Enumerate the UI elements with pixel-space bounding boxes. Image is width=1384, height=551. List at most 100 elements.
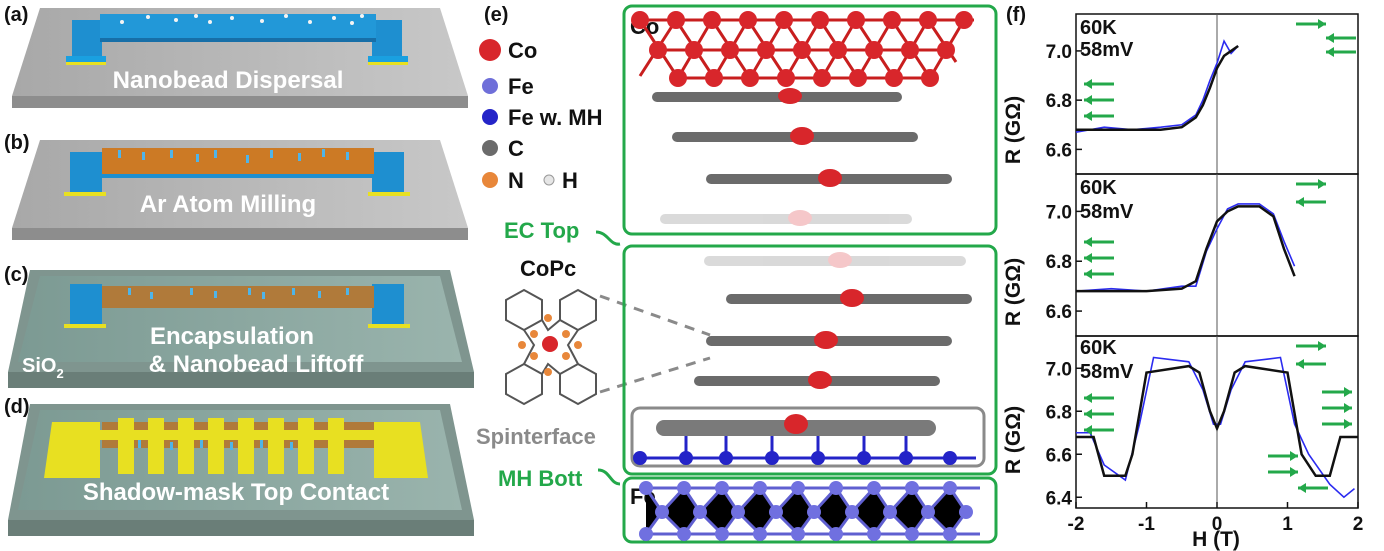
panel-label-e: (e) bbox=[484, 4, 509, 26]
plot-2-ytick-label-0: 6.4 bbox=[1046, 488, 1073, 509]
ec-top-arrow-icon bbox=[595, 230, 621, 246]
magnetization-arrow-11-head-icon bbox=[1084, 393, 1092, 403]
plot-xlabel: H (T) bbox=[1192, 528, 1240, 551]
legend-n: N bbox=[508, 168, 524, 193]
magnetization-arrow-12-head-icon bbox=[1084, 409, 1092, 419]
fabrication-steps: Nanobead Dispersal Ar Atom Milling bbox=[8, 8, 474, 536]
plot-0-ytick-label-2: 7.0 bbox=[1046, 42, 1072, 63]
plot-1-fit-line bbox=[1076, 205, 1296, 293]
hydrogen-atom-icon bbox=[543, 174, 555, 186]
plot-1-temp: 60K bbox=[1080, 177, 1117, 199]
legend-co: Co bbox=[508, 38, 537, 63]
co-atoms bbox=[631, 11, 973, 87]
iron-mh-atom-icon bbox=[482, 109, 498, 125]
fe-electrode-box bbox=[622, 476, 998, 544]
magnetization-arrow-6-head-icon bbox=[1084, 237, 1092, 247]
magnetization-arrow-9-head-icon bbox=[1318, 179, 1326, 189]
plot-2-xtick-label-1: -1 bbox=[1138, 514, 1155, 535]
copc-label: CoPc bbox=[520, 256, 576, 281]
step-encapsulation: Encapsulation & Nanobead Liftoff SiO2 bbox=[8, 270, 474, 388]
step-top-contact: Shadow-mask Top Contact bbox=[8, 404, 474, 536]
middle-electrode-box bbox=[622, 244, 998, 476]
plot-1-ytick-label-1: 6.8 bbox=[1046, 252, 1072, 273]
zoom-line-bottom bbox=[599, 356, 711, 394]
step-a-label: Nanobead Dispersal bbox=[113, 67, 344, 94]
legend-fe-mh: Fe w. MH bbox=[508, 105, 603, 130]
spinterface-label: Spinterface bbox=[476, 424, 596, 449]
step-c-label-2: & Nanobead Liftoff bbox=[149, 351, 365, 378]
plot-1-ytick-label-2: 7.0 bbox=[1046, 202, 1072, 223]
plot-2-fit-line bbox=[1076, 364, 1358, 477]
iron-atom-icon bbox=[482, 78, 498, 94]
plot-1-bias: 58mV bbox=[1080, 201, 1134, 223]
magnetization-arrow-3-head-icon bbox=[1318, 19, 1326, 29]
magnetization-arrow-14-head-icon bbox=[1318, 341, 1326, 351]
plot-0-ylabel: R (GΩ) bbox=[1002, 96, 1025, 164]
plot-0-bias: 58mV bbox=[1080, 39, 1134, 61]
magnetization-arrow-20-head-icon bbox=[1290, 467, 1298, 477]
plot-2-xtick-label-4: 2 bbox=[1353, 514, 1364, 535]
panel-label-c: (c) bbox=[4, 264, 29, 286]
legend-c: C bbox=[508, 136, 524, 161]
magnetization-arrow-21-head-icon bbox=[1298, 483, 1306, 493]
step-ar-atom-milling: Ar Atom Milling bbox=[12, 140, 468, 240]
copc-atoms bbox=[518, 314, 582, 376]
plot-2-bias: 58mV bbox=[1080, 361, 1134, 383]
magnetization-arrow-0-head-icon bbox=[1084, 79, 1092, 89]
plot-2-ytick-label-1: 6.6 bbox=[1046, 445, 1072, 466]
legend-h: H bbox=[562, 168, 578, 193]
plot-2-xtick-label-3: 1 bbox=[1282, 514, 1293, 535]
plot-0-temp: 60K bbox=[1080, 17, 1117, 39]
plot-2-temp: 60K bbox=[1080, 337, 1117, 359]
plot-2-xtick-label-0: -2 bbox=[1068, 514, 1085, 535]
plot-annotations: 60K 58mV 60K 58mV 60K 58mV bbox=[1080, 17, 1134, 383]
plot-1-ytick-label-0: 6.6 bbox=[1046, 302, 1072, 323]
legend-fe: Fe bbox=[508, 74, 534, 99]
molecular-structure: Co Fe Fe w. MH C N H Co bbox=[476, 4, 998, 544]
step-c-label: Encapsulation bbox=[150, 323, 314, 350]
panel-label-f: (f) bbox=[1006, 4, 1026, 26]
ec-top-label: EC Top bbox=[504, 218, 579, 243]
plot-0-ytick-label-1: 6.8 bbox=[1046, 91, 1072, 112]
magnetization-arrow-7-head-icon bbox=[1084, 253, 1092, 263]
panel-label-d: (d) bbox=[4, 396, 30, 418]
magnetization-arrow-19-head-icon bbox=[1290, 451, 1298, 461]
copc-layers bbox=[652, 88, 952, 226]
plot-0-fit-line bbox=[1076, 44, 1239, 131]
plot-1-ylabel: R (GΩ) bbox=[1002, 258, 1025, 326]
plot-2-ytick-label-2: 6.8 bbox=[1046, 402, 1072, 423]
panel-label-b: (b) bbox=[4, 132, 30, 154]
zoom-line-top bbox=[599, 294, 711, 337]
carbon-atom-icon bbox=[482, 140, 498, 156]
cobalt-atom-icon bbox=[479, 39, 501, 61]
magnetization-arrow-17-head-icon bbox=[1344, 403, 1352, 413]
plot-2-data-line bbox=[1076, 356, 1355, 499]
magnetization-arrow-1-head-icon bbox=[1084, 95, 1092, 105]
co-electrode-box bbox=[622, 4, 998, 236]
mh-bott-label: MH Bott bbox=[498, 466, 583, 491]
fe-lattice bbox=[639, 481, 980, 541]
spinterface-molecule bbox=[633, 414, 976, 465]
magnetization-arrow-10-head-icon bbox=[1296, 197, 1304, 207]
magnetization-arrow-18-head-icon bbox=[1344, 419, 1352, 429]
plot-2-ylabel: R (GΩ) bbox=[1002, 406, 1025, 474]
magnetization-arrow-4-head-icon bbox=[1326, 33, 1334, 43]
step-b-label: Ar Atom Milling bbox=[140, 191, 316, 218]
atom-legend: Co Fe Fe w. MH C N H bbox=[479, 38, 603, 193]
step-nanobead-dispersal: Nanobead Dispersal bbox=[12, 8, 468, 108]
copc-molecule bbox=[505, 288, 597, 406]
panel-label-a: (a) bbox=[4, 4, 29, 26]
magnetization-arrow-5-head-icon bbox=[1326, 47, 1334, 57]
magnetization-arrow-8-head-icon bbox=[1084, 269, 1092, 279]
magnetization-arrow-15-head-icon bbox=[1296, 359, 1304, 369]
magnetization-arrow-13-head-icon bbox=[1084, 425, 1092, 435]
magnetization-arrow-2-head-icon bbox=[1084, 111, 1092, 121]
plot-2-xtick-label-2: 0 bbox=[1212, 514, 1223, 535]
plot-2-ytick-label-3: 7.0 bbox=[1046, 359, 1072, 380]
nitrogen-atom-icon bbox=[482, 172, 498, 188]
copc-layers-lower bbox=[694, 252, 972, 389]
step-d-label: Shadow-mask Top Contact bbox=[83, 479, 389, 506]
magnetization-arrow-16-head-icon bbox=[1344, 387, 1352, 397]
spinterface-box bbox=[630, 406, 986, 468]
